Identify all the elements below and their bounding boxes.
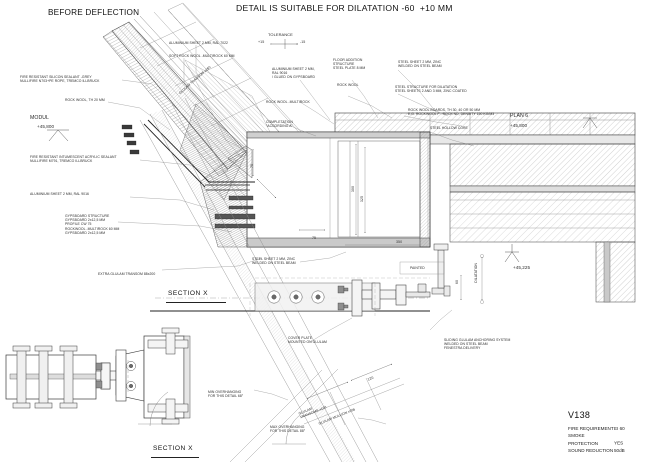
- titleblock-key: SMOKE PROTECTION: [568, 433, 599, 446]
- annotation-silicon-sealant: FIRE RESISTANT SILICON SEALANT -GREY NUL…: [20, 75, 100, 84]
- section-x-upper-underline: [166, 302, 226, 303]
- annotation-sliding-glulam-anchoring: SLIDING GLULAM ANCHORING SYSTEM WELDED O…: [444, 338, 511, 351]
- section-x-lower-label: SECTION X: [153, 445, 194, 452]
- annotation-gypsboard-structure: GYPSBOARD STRUCTURE GYPSBOARD 2x12,5 MM …: [65, 214, 120, 235]
- annotation-steel-structure-dilatation: STEEL STRUCTURE FOR DILATATION STEEL SHE…: [395, 85, 467, 94]
- annotation-acrylic-sealant: FIRE RESISTANT INTUMESCENT ACRYLIC SEALA…: [30, 155, 117, 164]
- titleblock-key: SOUND REDUCTION: [568, 448, 614, 454]
- section-x-lower-underline: [151, 457, 199, 458]
- dimension-325: 325: [360, 196, 364, 203]
- tolerance-plus: +15: [258, 40, 265, 44]
- annotation-steel-hollow-core: STEEL HOLLOW CORE: [430, 126, 468, 130]
- annotation-completation: COMPLETATION "ACCORDING A": [266, 120, 293, 129]
- annotation-rock-wool-20mm: ROCK WOOL, TH 20 MM: [65, 98, 105, 102]
- modul-level: +45,800: [37, 124, 55, 129]
- dimension-350: 350: [396, 240, 403, 244]
- titleblock-row: FIRE REQUIREMENTEI 60: [568, 425, 625, 432]
- titleblock-row: SMOKE PROTECTION YES: [568, 432, 625, 447]
- titleblock-value: EI 60: [614, 426, 625, 431]
- annotation-steel-sheet-welded-lower: STEEL SHEET 2 MM, ZINC WELDED ON STEEL B…: [252, 257, 296, 266]
- dimension-300: 300: [351, 186, 355, 193]
- annotation-extra-glulam-transom: EXTRA GLULAM TRANSOM 88x200: [98, 272, 156, 276]
- annotation-cover-plate: COVER PLATE MOUNTED ON GLULAM: [288, 336, 327, 345]
- plan-level: +45,800: [510, 123, 528, 128]
- level-right: +45,225: [513, 265, 531, 270]
- dimension-60: 60: [455, 280, 459, 285]
- annotation-max-overhanging: MAX OVERHANGING FOR THIS DETAIL 88°: [270, 425, 306, 434]
- titleblock-key: FIRE REQUIREMENT: [568, 426, 614, 431]
- annotation-rock-wool: ROCK WOOL: [337, 83, 359, 87]
- annotation-min-overhanging: MIN OVERHANGING FOR THIS DETAIL 68°: [208, 390, 244, 399]
- dimension-75-b: 75: [312, 236, 317, 240]
- titleblock-value: YES: [614, 440, 624, 446]
- tolerance-label: TOLERANCE: [268, 32, 293, 37]
- annotation-rock-wool-boards: ROCK WOOL BOARDS, TH 30, 40 OR 50 MM E.G…: [408, 108, 495, 117]
- annotation-aluminium-sheet-glued: ALUMINIUM SHEET 2 MM, RAL 9016 / GLUED O…: [272, 67, 316, 80]
- annotation-floor-addition-structure: FLOOR ADDITION STRUCTURE STEEL PLATE 8 M…: [333, 58, 366, 71]
- annotation-painted: PAINTED: [410, 266, 425, 270]
- titleblock-value: 50dB: [614, 448, 625, 454]
- plan-label: PLAN 6: [510, 113, 529, 119]
- section-x-upper-label: SECTION X: [168, 290, 209, 297]
- dilatation-dimension-label: DILATATION: [474, 263, 478, 283]
- before-deflection-label: BEFORE DEFLECTION: [48, 8, 140, 17]
- titleblock-code: V138: [568, 410, 591, 420]
- modul-label: MODUL: [30, 115, 49, 121]
- sheet-top-title: DETAIL IS SUITABLE FOR DILATATION -60 +1…: [236, 3, 453, 13]
- annotation-aluminium-sheet-7022: ALUMINIUM SHEET 2 MM, RAL 7022: [169, 41, 228, 45]
- annotation-rock-wool-multirock: ROCK WOOL -MULTIROCK: [266, 100, 310, 104]
- tolerance-minus: -15: [300, 40, 306, 44]
- annotation-steel-sheet-welded-upper: STEEL SHEET 2 MM, ZINC WELDED ON STEEL B…: [398, 60, 442, 69]
- titleblock-rows: FIRE REQUIREMENTEI 60 SMOKE PROTECTION YE…: [568, 425, 625, 455]
- annotation-soft-rock-wool: SOFT ROCK WOOL -MULTIROCK 60 MM: [169, 54, 235, 58]
- titleblock-row: SOUND REDUCTION50dB: [568, 447, 625, 454]
- annotation-aluminium-sheet-9016-left: ALUMINIUM SHEET 2 MM, RAL 9016: [30, 192, 89, 196]
- dimension-75-a: 75: [250, 163, 254, 168]
